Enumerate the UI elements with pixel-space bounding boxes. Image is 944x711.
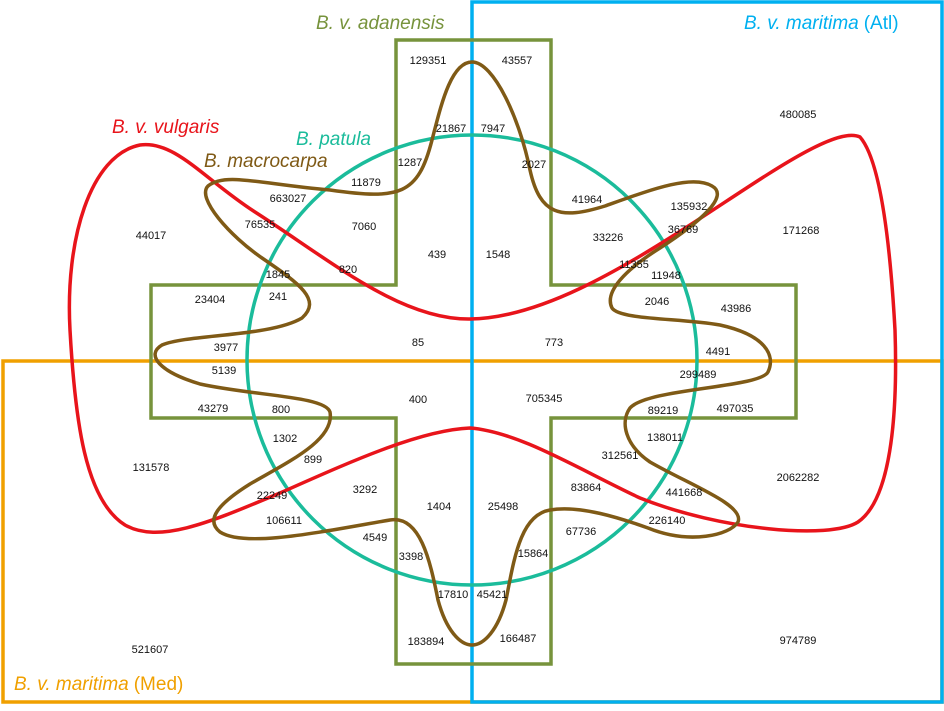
label-maritima-med: B. v. maritima(Med) xyxy=(14,674,183,695)
region-count: 11355 xyxy=(619,259,649,271)
label-maritima-atl-suffix: (Atl) xyxy=(864,13,899,34)
region-count: 15864 xyxy=(518,548,549,560)
region-count: 83864 xyxy=(571,482,602,494)
region-count: 2046 xyxy=(645,296,669,308)
region-count: 820 xyxy=(339,264,357,276)
region-count: 4549 xyxy=(363,532,387,544)
region-count: 106611 xyxy=(266,515,302,527)
patula-boundary xyxy=(245,133,699,587)
region-counts: 129351 43557 21867 7947 1287 2027 11879 480085 6… xyxy=(132,55,820,656)
region-count: 129351 xyxy=(410,55,447,67)
region-count: 773 xyxy=(545,337,563,349)
region-count: 4491 xyxy=(706,346,730,358)
region-count: 441668 xyxy=(666,487,703,499)
adanensis-boundary xyxy=(149,38,798,666)
region-count: 1287 xyxy=(398,157,422,169)
region-count: 17810 xyxy=(438,589,469,601)
region-count: 480085 xyxy=(780,109,817,121)
label-maritima-atl-species: B. v. maritima xyxy=(744,13,859,34)
region-count: 226140 xyxy=(649,515,686,527)
region-count: 11879 xyxy=(351,177,381,189)
region-count: 312561 xyxy=(602,450,639,462)
region-count: 705345 xyxy=(526,393,563,405)
region-count: 43986 xyxy=(721,303,752,315)
region-count: 1548 xyxy=(486,249,510,261)
region-count: 43557 xyxy=(502,55,533,67)
region-count: 43279 xyxy=(198,403,229,415)
region-count: 23404 xyxy=(195,294,226,306)
region-count: 166487 xyxy=(500,633,537,645)
region-count: 800 xyxy=(272,404,290,416)
region-count: 131578 xyxy=(133,462,170,474)
region-count: 76535 xyxy=(245,219,276,231)
label-macrocarpa: B. macrocarpa xyxy=(204,151,328,172)
region-count: 21867 xyxy=(436,123,467,135)
region-count: 1404 xyxy=(427,501,451,513)
region-count: 3977 xyxy=(214,342,238,354)
region-count: 1845 xyxy=(266,269,290,281)
region-count: 22249 xyxy=(257,490,288,502)
region-count: 2062282 xyxy=(777,472,820,484)
label-vulgaris: B. v. vulgaris xyxy=(112,117,220,138)
label-maritima-med-suffix: (Med) xyxy=(134,674,184,695)
region-count: 3398 xyxy=(399,551,423,563)
vulgaris-boundary xyxy=(67,133,898,534)
region-count: 241 xyxy=(269,291,287,303)
region-count: 497035 xyxy=(717,403,754,415)
region-count: 85 xyxy=(412,337,424,349)
label-maritima-med-species: B. v. maritima xyxy=(14,674,129,695)
label-patula: B. patula xyxy=(296,129,371,150)
region-count: 183894 xyxy=(408,636,445,648)
label-adanensis: B. v. adanensis xyxy=(316,13,445,34)
region-count: 89219 xyxy=(648,405,679,417)
region-count: 663027 xyxy=(270,193,307,205)
region-count: 67736 xyxy=(566,526,597,538)
region-count: 138011 xyxy=(647,432,683,444)
region-count: 7947 xyxy=(481,123,505,135)
region-count: 899 xyxy=(304,454,322,466)
set-labels: B. v. adanensis B. v. maritima(Atl) B. v… xyxy=(14,13,899,695)
region-count: 1302 xyxy=(273,433,297,445)
region-count: 3292 xyxy=(353,484,377,496)
region-count: 299489 xyxy=(680,369,717,381)
maritima-atl-boundary xyxy=(470,0,944,704)
region-count: 33226 xyxy=(593,232,624,244)
region-count: 44017 xyxy=(136,230,167,242)
region-count: 11948 xyxy=(651,270,681,282)
region-count: 2027 xyxy=(522,159,546,171)
macrocarpa-boundary xyxy=(153,60,773,647)
region-count: 45421 xyxy=(477,589,508,601)
label-maritima-atl: B. v. maritima(Atl) xyxy=(744,13,899,34)
region-count: 400 xyxy=(409,394,427,406)
region-count: 41964 xyxy=(572,194,603,206)
region-count: 7060 xyxy=(352,221,376,233)
region-count: 974789 xyxy=(780,635,817,647)
region-count: 36769 xyxy=(668,224,699,236)
region-count: 171268 xyxy=(783,225,820,237)
region-count: 135932 xyxy=(671,201,708,213)
region-count: 439 xyxy=(428,249,446,261)
region-count: 25498 xyxy=(488,501,519,513)
region-count: 5139 xyxy=(212,365,236,377)
region-count: 521607 xyxy=(132,644,169,656)
